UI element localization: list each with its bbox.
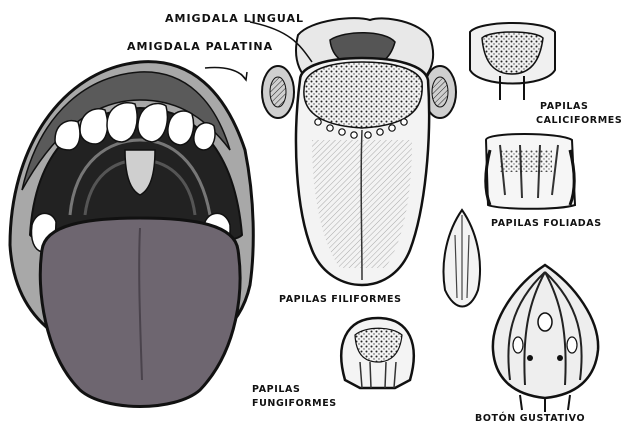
foliate-papilla-drawing [486,134,575,209]
label-amigdala-lingual: AMIGDALA LINGUAL [165,12,304,26]
label-papilas-filiformes: PAPILAS FILIFORMES [279,293,402,307]
label-papilas-caliciformes: PAPILAS CALICIFORMES [540,100,621,128]
fungiform-papilla-drawing [341,318,413,388]
circumvallate-papilla-drawing [470,23,555,100]
open-mouth-drawing [10,62,253,407]
label-papilas-foliadas: PAPILAS FOLIADAS [491,217,602,231]
label-papilas-fungiformes: PAPILAS FUNGIFORMES [252,383,337,411]
taste-bud-drawing [493,265,598,412]
label-amigdala-palatina: AMIGDALA PALATINA [127,40,273,54]
leader-amigdala-palatina [205,68,246,81]
tongue-top-view [262,18,456,285]
filiform-papilla-drawing [444,210,481,307]
label-boton-gustativo: BOTÓN GUSTATIVO [475,412,585,426]
lingual-tonsil [304,62,422,128]
